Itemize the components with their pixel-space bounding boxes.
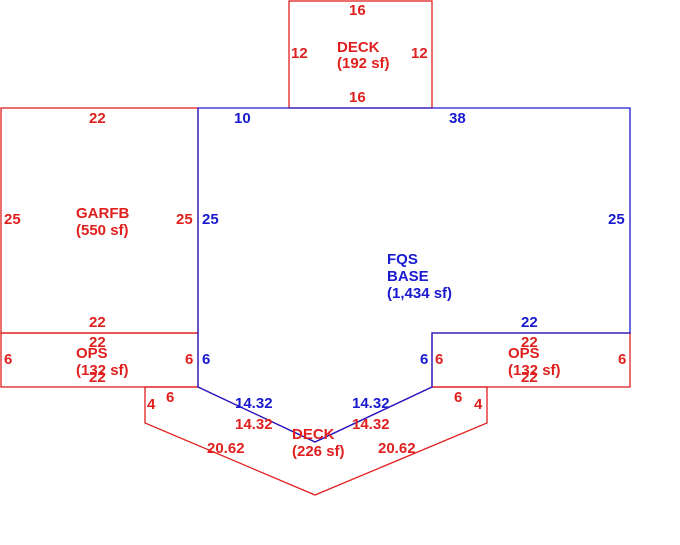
dim-base-diag-left: 14.32 xyxy=(235,395,273,412)
dim-ops-right-bottom: 22 xyxy=(521,369,538,386)
dim-deck-bottom-left-step: 6 xyxy=(166,389,174,406)
dim-garage-right: 25 xyxy=(176,211,193,228)
dim-deck-top-right: 12 xyxy=(411,45,428,62)
dim-garage-top: 22 xyxy=(89,110,106,127)
dim-base-right-lower: 22 xyxy=(521,314,538,331)
ops-left-name: OPS xyxy=(76,345,108,362)
dim-base-lower-right: 6 xyxy=(420,351,428,368)
dim-ops-left-top: 22 xyxy=(89,334,106,351)
dim-base-top-right: 38 xyxy=(449,110,466,127)
dim-deck-bottom-outer-right: 20.62 xyxy=(378,440,416,457)
deck-bottom-name: DECK xyxy=(292,426,335,443)
dimension-labels: 16 16 12 12 22 25 25 22 10 38 25 25 22 6… xyxy=(4,2,626,457)
dim-deck-bottom-inner-right: 14.32 xyxy=(352,416,390,433)
dim-deck-bottom-inner-left: 14.32 xyxy=(235,416,273,433)
dim-deck-top-top: 16 xyxy=(349,2,366,19)
dim-ops-right-top: 22 xyxy=(521,334,538,351)
dim-ops-left-bottom: 22 xyxy=(89,369,106,386)
base-area: (1,434 sf) xyxy=(387,285,452,302)
dim-base-right: 25 xyxy=(608,211,625,228)
dim-deck-top-left: 12 xyxy=(291,45,308,62)
dim-ops-left-right: 6 xyxy=(185,351,193,368)
outlines xyxy=(0,0,631,496)
dim-ops-right-right: 6 xyxy=(618,351,626,368)
dim-garage-bottom: 22 xyxy=(89,314,106,331)
dim-deck-bottom-outer-left: 20.62 xyxy=(207,440,245,457)
garage-area: (550 sf) xyxy=(76,222,129,239)
deck-top-area: (192 sf) xyxy=(337,55,390,72)
dim-base-lower-left: 6 xyxy=(202,351,210,368)
base-outline xyxy=(197,107,631,443)
garage-name: GARFB xyxy=(76,205,129,222)
dim-deck-bottom-right-side: 4 xyxy=(474,396,483,413)
deck-bottom-outline xyxy=(144,386,488,496)
dim-ops-left-left: 6 xyxy=(4,351,12,368)
base-name-line1: FQS xyxy=(387,251,418,268)
ops-left-area: (132 sf) xyxy=(76,362,129,379)
dim-base-left: 25 xyxy=(202,211,219,228)
dim-deck-top-bottom: 16 xyxy=(349,89,366,106)
dim-ops-right-left: 6 xyxy=(435,351,443,368)
dim-garage-left: 25 xyxy=(4,211,21,228)
base-name-line2: BASE xyxy=(387,268,429,285)
dim-deck-bottom-left-side: 4 xyxy=(147,396,156,413)
ops-right-name: OPS xyxy=(508,345,540,362)
area-labels: DECK (192 sf) GARFB (550 sf) FQS BASE (1… xyxy=(76,39,561,460)
dim-base-top-left: 10 xyxy=(234,110,251,127)
dim-base-diag-right: 14.32 xyxy=(352,395,390,412)
ops-right-area: (132 sf) xyxy=(508,362,561,379)
deck-bottom-area: (226 sf) xyxy=(292,443,345,460)
dim-deck-bottom-right-step: 6 xyxy=(454,389,462,406)
deck-top-name: DECK xyxy=(337,39,380,56)
